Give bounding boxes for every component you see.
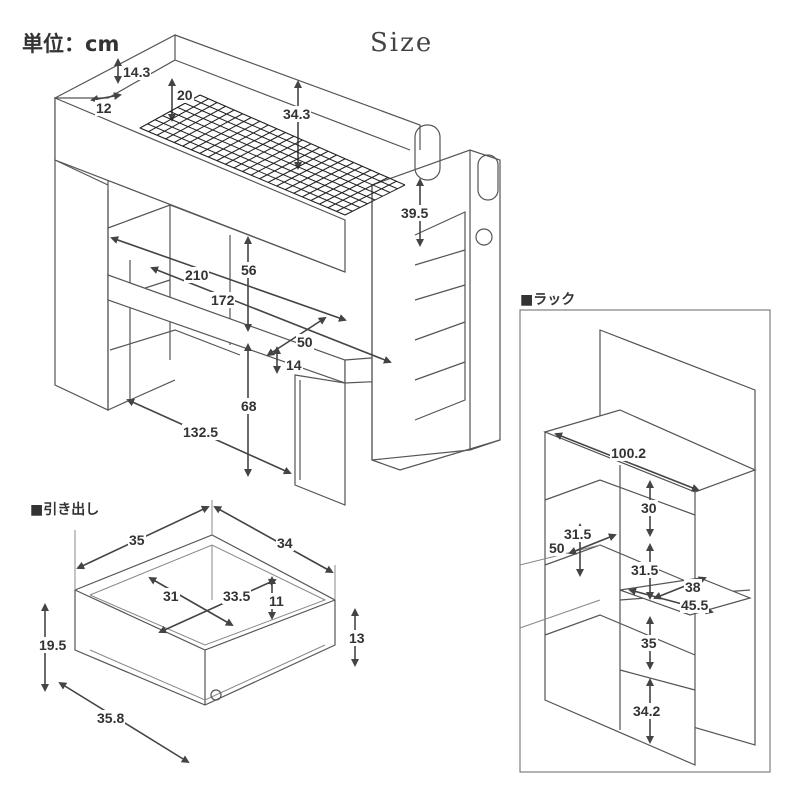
dim-label: 14.3 bbox=[122, 64, 152, 80]
dim-label: 30 bbox=[640, 500, 658, 516]
dim-label: 35.8 bbox=[96, 710, 126, 726]
dim-label: 68 bbox=[240, 398, 258, 414]
dim-label: 19.5 bbox=[38, 637, 68, 653]
dim-label: 12 bbox=[95, 100, 113, 116]
dim-label: 39.5 bbox=[400, 205, 430, 221]
dim-label: 50 bbox=[296, 334, 314, 350]
drawer-dimension-arrows bbox=[41, 505, 359, 764]
dim-label: 34.2 bbox=[632, 703, 662, 719]
dim-label: 172 bbox=[210, 292, 236, 308]
page-title: Size bbox=[370, 28, 434, 58]
dim-label: 132.5 bbox=[182, 424, 220, 440]
drawer-section-label: ■引き出し bbox=[30, 502, 100, 518]
dim-label: 13 bbox=[348, 630, 366, 646]
dim-label: 31 bbox=[162, 588, 180, 604]
rack-section-label: ■ラック bbox=[520, 292, 576, 308]
dim-label: 50 bbox=[548, 540, 566, 556]
unit-label: 単位：cm bbox=[22, 32, 120, 56]
dim-label: 14 bbox=[285, 357, 303, 373]
dim-label: 31.5 bbox=[563, 526, 593, 542]
dim-label: 35 bbox=[640, 635, 658, 651]
dim-label: 38 bbox=[684, 579, 702, 595]
dim-label: 100.2 bbox=[610, 445, 648, 461]
dim-label: 34 bbox=[276, 535, 294, 551]
dim-label: 20 bbox=[176, 87, 194, 103]
dim-label: 31.5 bbox=[630, 562, 660, 578]
dim-label: 34.3 bbox=[282, 106, 312, 122]
dim-label: 33.5 bbox=[222, 588, 252, 604]
dim-label: 56 bbox=[240, 262, 258, 278]
dim-label: 45.5 bbox=[680, 597, 710, 613]
dim-label: 11 bbox=[268, 593, 285, 609]
dim-label: 35 bbox=[128, 532, 146, 548]
dim-label: 210 bbox=[184, 267, 210, 283]
